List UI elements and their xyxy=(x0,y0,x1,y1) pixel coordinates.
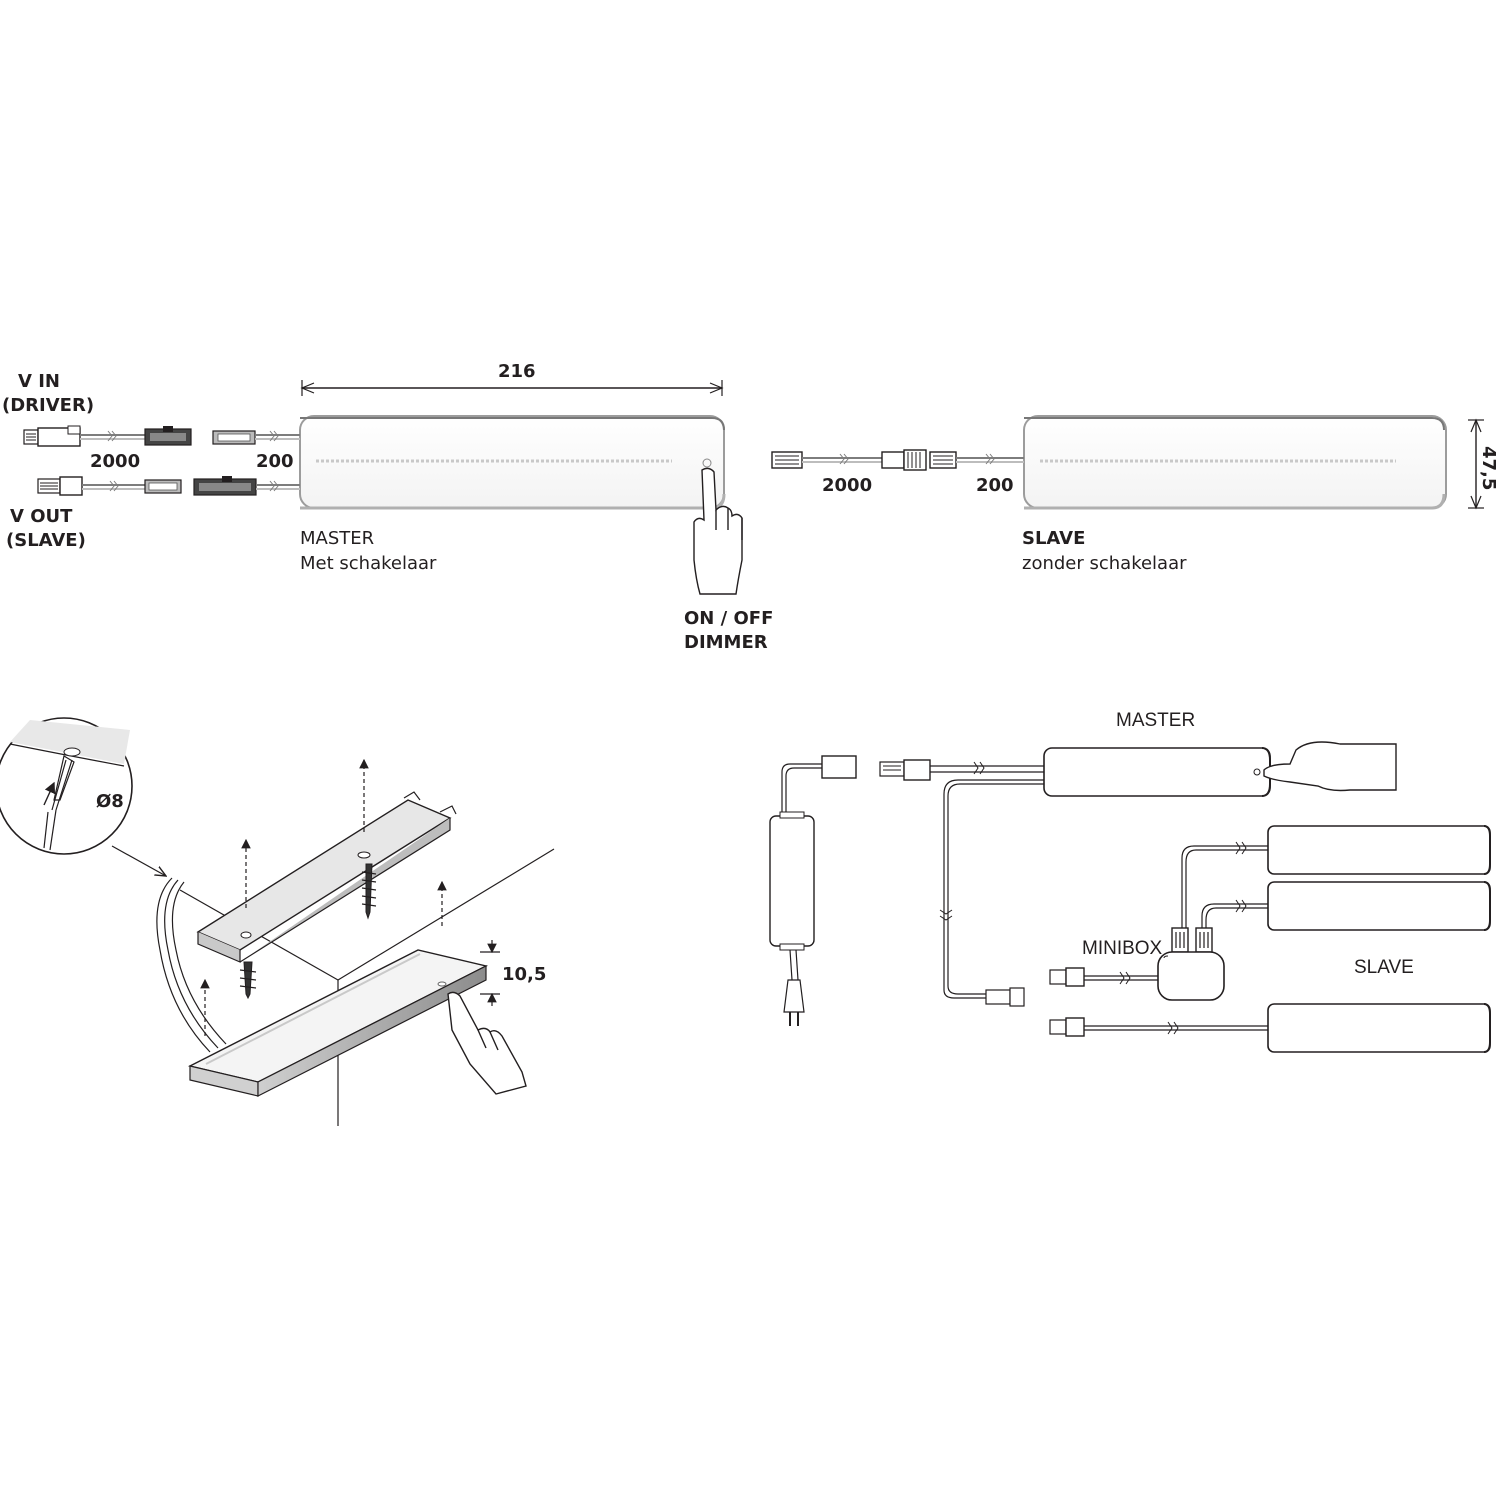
dimension-216 xyxy=(300,380,724,396)
vout-label-line2: (SLAVE) xyxy=(6,530,86,551)
dimension-47-5-label: 47,5 xyxy=(1478,446,1499,491)
screw-icon xyxy=(239,863,377,1000)
hole-diameter-label: Ø8 xyxy=(96,791,124,812)
switch-label-line1: ON / OFF xyxy=(684,608,774,629)
dimension-216-label: 216 xyxy=(498,361,536,382)
dimension-10-5 xyxy=(480,940,500,1006)
slave-panels xyxy=(1267,825,1491,1053)
switch-label-line2: DIMMER xyxy=(684,632,768,653)
mounting-arrows xyxy=(200,758,447,1036)
vin-label-line1: V IN xyxy=(18,371,60,392)
hand-touch-3d-icon xyxy=(447,991,527,1095)
cable-length-2000-right: 2000 xyxy=(822,475,873,496)
hand-pointing-icon xyxy=(1263,741,1397,792)
minibox-wiring xyxy=(1049,841,1268,1037)
wiring-slave-label: SLAVE xyxy=(1354,957,1414,978)
slave-subtitle: zonder schakelaar xyxy=(1022,553,1187,574)
slave-title: SLAVE xyxy=(1022,528,1086,549)
vout-label-line1: V OUT xyxy=(10,506,73,527)
master-wiring xyxy=(879,747,1271,1007)
master-subtitle: Met schakelaar xyxy=(300,553,437,574)
light-panel-3d xyxy=(187,949,489,1097)
dimension-47-5 xyxy=(1468,418,1484,510)
mounting-bracket xyxy=(196,791,457,963)
slave-cable xyxy=(771,449,1024,471)
cable-length-200-right: 200 xyxy=(976,475,1014,496)
wiring-master-label: MASTER xyxy=(1116,710,1196,731)
vin-cable xyxy=(23,425,300,447)
wiring-minibox-label: MINIBOX xyxy=(1082,938,1163,959)
vout-cable xyxy=(37,476,300,496)
cable-length-200-left: 200 xyxy=(256,451,294,472)
mounting-detail-circle xyxy=(0,717,166,876)
master-title: MASTER xyxy=(300,528,375,549)
slave-light-panel xyxy=(1023,415,1447,510)
hand-touch-icon xyxy=(693,467,743,595)
cable-bundle xyxy=(156,877,227,1053)
vin-label-line2: (DRIVER) xyxy=(2,395,95,416)
driver-psu xyxy=(769,755,857,1026)
master-light-panel xyxy=(299,415,726,510)
thickness-label: 10,5 xyxy=(502,964,547,985)
cable-length-2000-left: 2000 xyxy=(90,451,141,472)
